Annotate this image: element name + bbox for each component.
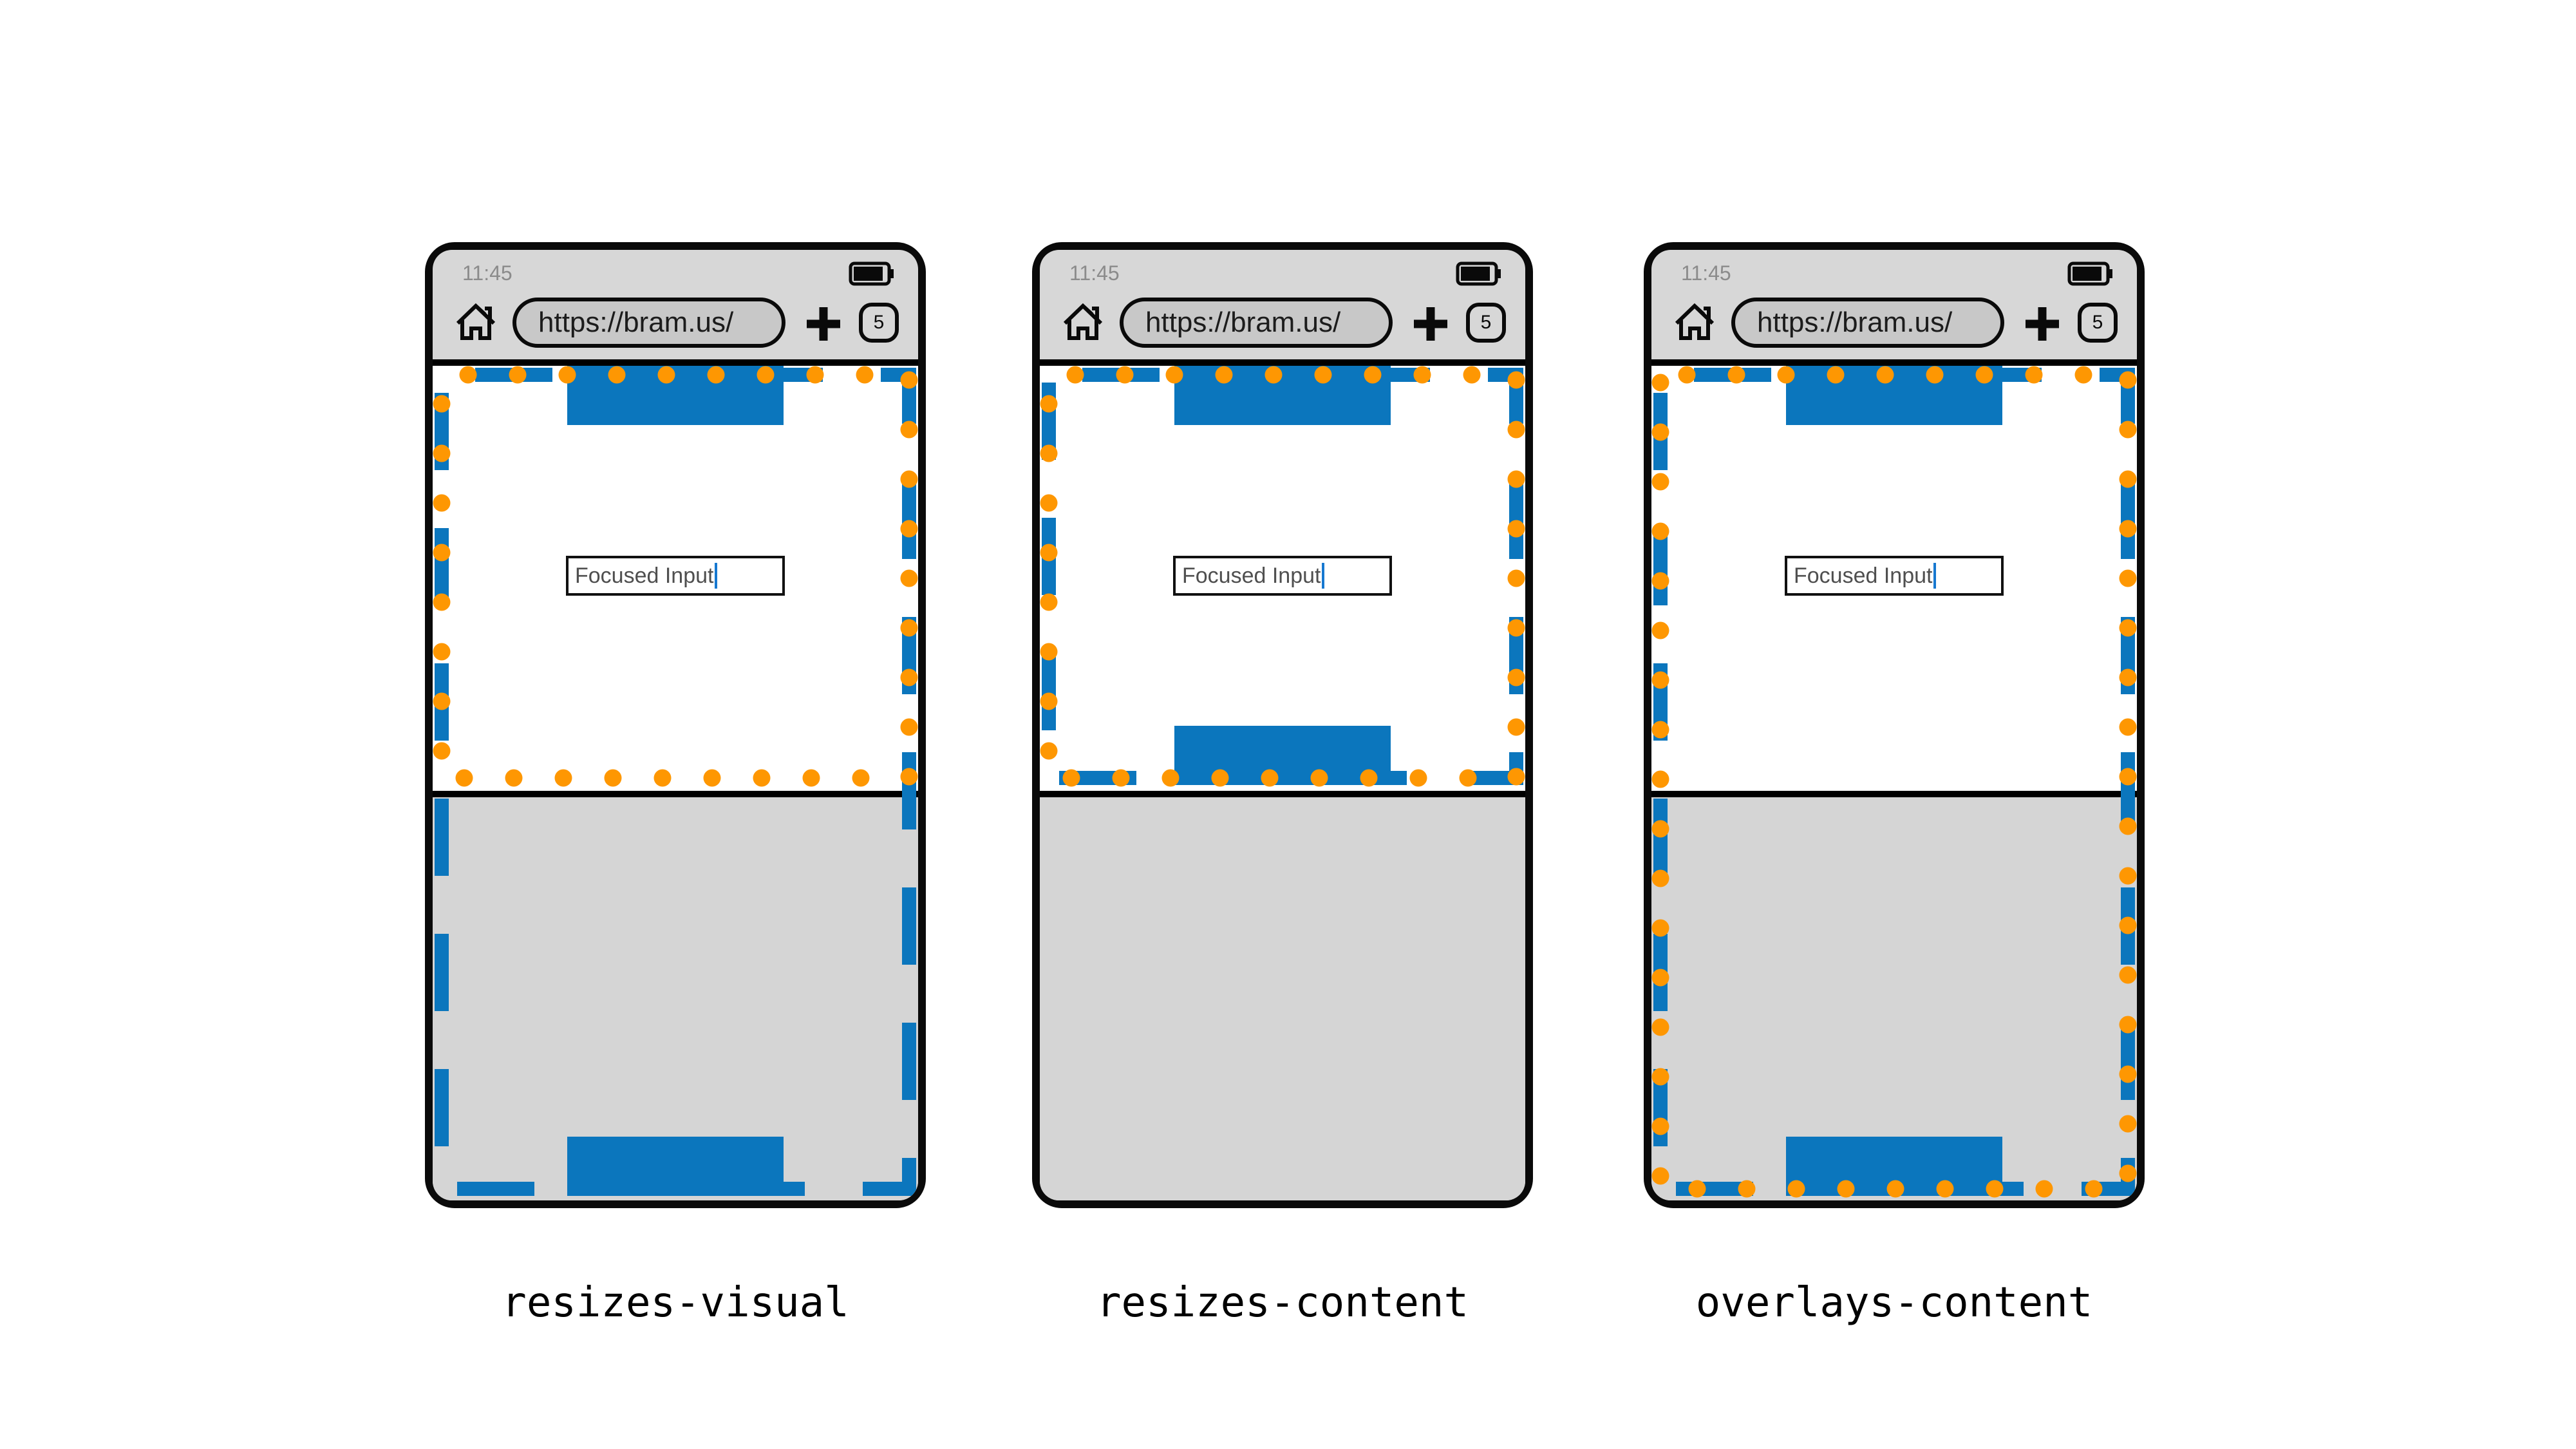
input-value: Focused Input <box>1182 563 1321 588</box>
focused-input[interactable]: Focused Input <box>1785 556 2004 596</box>
tab-count-button[interactable]: 5 <box>859 303 899 343</box>
page-content: Focused Input <box>433 366 918 1200</box>
tab-count: 5 <box>1480 312 1492 333</box>
url-bar[interactable]: https://bram.us/ <box>512 298 785 348</box>
browser-chrome: 11:45 https://bram.us/ <box>1040 250 1525 359</box>
text-caret <box>1933 563 1937 589</box>
virtual-keyboard[interactable] <box>1040 797 1525 1200</box>
home-icon[interactable] <box>1672 299 1717 344</box>
input-value: Focused Input <box>575 563 714 588</box>
url-text: https://bram.us/ <box>1145 307 1341 338</box>
status-time: 11:45 <box>1069 261 1120 285</box>
plus-icon[interactable] <box>804 304 843 344</box>
tab-count-button[interactable]: 5 <box>2078 303 2118 343</box>
plus-icon[interactable] <box>2022 304 2062 344</box>
phone-mockup: 11:45 https://bram.us/ <box>1644 242 2145 1208</box>
chrome-separator <box>1040 359 1525 366</box>
tab-count-button[interactable]: 5 <box>1466 303 1506 343</box>
status-time: 11:45 <box>1681 261 1731 285</box>
url-text: https://bram.us/ <box>538 307 734 338</box>
figure-resizes-content: 11:45 https://bram.us/ <box>1032 242 1533 1327</box>
keyboard-top-edge <box>1651 791 2137 797</box>
browser-chrome: 11:45 https://bram.us/ <box>1651 250 2137 359</box>
focused-input[interactable]: Focused Input <box>1173 556 1392 596</box>
page-footer-bar <box>1786 1137 2002 1196</box>
page-footer-bar <box>567 1137 784 1196</box>
battery-icon <box>1456 261 1501 286</box>
phone-mockup: 11:45 https://bram.us/ <box>425 242 926 1208</box>
page-footer-bar <box>1174 726 1391 785</box>
battery-icon <box>849 261 894 286</box>
url-text: https://bram.us/ <box>1757 307 1953 338</box>
tab-count: 5 <box>873 312 885 333</box>
variant-label: overlays-content <box>1695 1279 2093 1327</box>
chrome-separator <box>1651 359 2137 366</box>
keyboard-top-edge <box>1040 791 1525 797</box>
page-header-bar <box>1786 366 2002 425</box>
status-time: 11:45 <box>462 261 512 285</box>
url-bar[interactable]: https://bram.us/ <box>1120 298 1393 348</box>
phone-mockup: 11:45 https://bram.us/ <box>1032 242 1533 1208</box>
text-caret <box>715 563 718 589</box>
browser-chrome: 11:45 https://bram.us/ <box>433 250 918 359</box>
variant-label: resizes-content <box>1096 1279 1469 1327</box>
page-header-bar <box>1174 366 1391 425</box>
page-content: Focused Input <box>1040 366 1525 1200</box>
focused-input[interactable]: Focused Input <box>566 556 785 596</box>
page-header-bar <box>567 366 784 425</box>
keyboard-top-edge <box>433 791 918 797</box>
page-content: Focused Input <box>1651 366 2137 1200</box>
figure-overlays-content: 11:45 https://bram.us/ <box>1644 242 2145 1327</box>
battery-icon <box>2067 261 2112 286</box>
text-caret <box>1322 563 1325 589</box>
home-icon[interactable] <box>1060 299 1105 344</box>
plus-icon[interactable] <box>1411 304 1451 344</box>
home-icon[interactable] <box>453 299 498 344</box>
figure-resizes-visual: 11:45 https://bram.us/ <box>425 242 926 1327</box>
input-value: Focused Input <box>1794 563 1933 588</box>
url-bar[interactable]: https://bram.us/ <box>1731 298 2004 348</box>
tab-count: 5 <box>2092 312 2103 333</box>
chrome-separator <box>433 359 918 366</box>
variant-label: resizes-visual <box>502 1279 849 1327</box>
